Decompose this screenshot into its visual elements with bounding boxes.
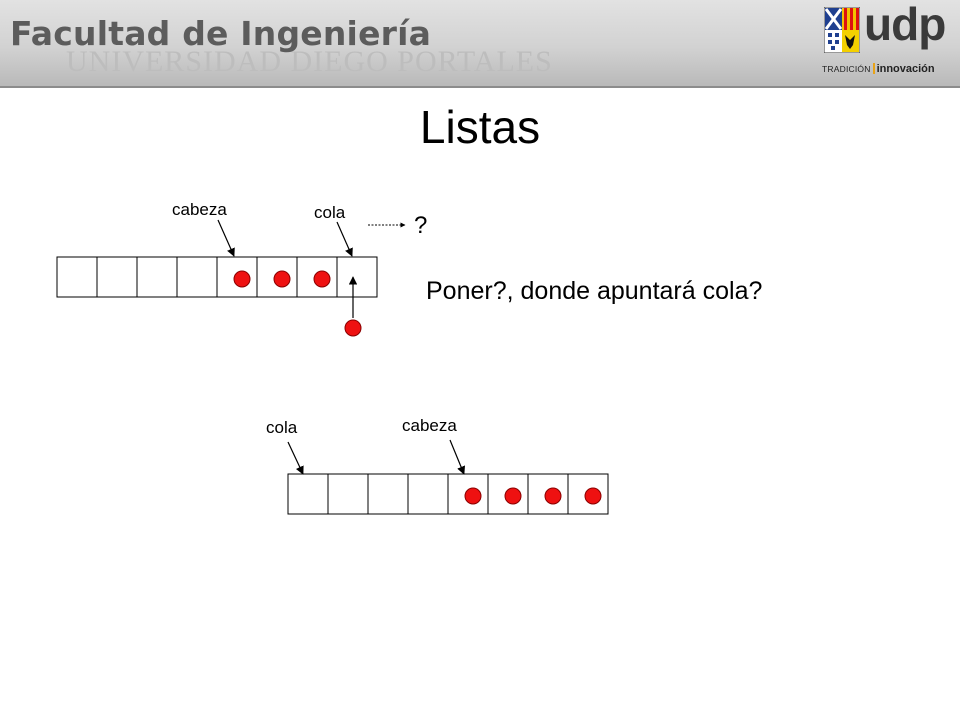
- tagline-left: TRADICIÓN: [822, 64, 871, 74]
- array-1-item-dot: [233, 270, 251, 288]
- array-2-item-dot: [504, 487, 522, 505]
- array-1-cell: [176, 256, 218, 298]
- tagline-divider: [872, 63, 875, 74]
- array-1-item-dot: [273, 270, 291, 288]
- array-1-item-dot: [313, 270, 331, 288]
- array-2-cell: [287, 473, 329, 515]
- faculty-title: Facultad de Ingeniería: [10, 14, 432, 53]
- slide-title: Listas: [419, 101, 541, 153]
- array-1-cell: [336, 256, 378, 298]
- head-pointer-1: [217, 219, 235, 257]
- array-1-items: [233, 270, 331, 288]
- array-2-item-dot: [464, 487, 482, 505]
- array-1-cell: [56, 256, 98, 298]
- array-2-cell: [327, 473, 369, 515]
- array-2: [287, 473, 609, 515]
- head-label-2: cabeza: [402, 416, 457, 435]
- question-text: Poner?, donde apuntará cola?: [426, 277, 763, 305]
- array-2-cell: [407, 473, 449, 515]
- head-pointer-2: [449, 439, 466, 475]
- logo-tagline: TRADICIÓN innovación: [822, 63, 935, 75]
- university-name: UNIVERSIDAD DIEGO PORTALES: [66, 45, 553, 78]
- tail-label-1: cola: [314, 203, 346, 222]
- new-item-dot: [344, 319, 362, 337]
- tail-pointer-2: [287, 441, 304, 475]
- array-1-cell: [96, 256, 138, 298]
- array-2-cell: [487, 473, 529, 515]
- head-label-1: cabeza: [172, 200, 227, 219]
- tail-pointer-1: [336, 221, 353, 257]
- slide-header: Facultad de Ingeniería UNIVERSIDAD DIEGO…: [0, 0, 960, 88]
- array-2-cell: [367, 473, 409, 515]
- crest-icon: [824, 7, 860, 53]
- array-2-item-dot: [544, 487, 562, 505]
- udp-wordmark: udp: [864, 0, 946, 50]
- array-2-item-dot: [584, 487, 602, 505]
- udp-logo: udp TRADICIÓN innovación: [822, 0, 956, 83]
- tail-next-unknown: ?: [414, 212, 427, 239]
- array-1-cell: [136, 256, 178, 298]
- array-2-items: [464, 487, 602, 505]
- tagline-right: innovación: [876, 63, 935, 75]
- tail-label-2: cola: [266, 418, 298, 437]
